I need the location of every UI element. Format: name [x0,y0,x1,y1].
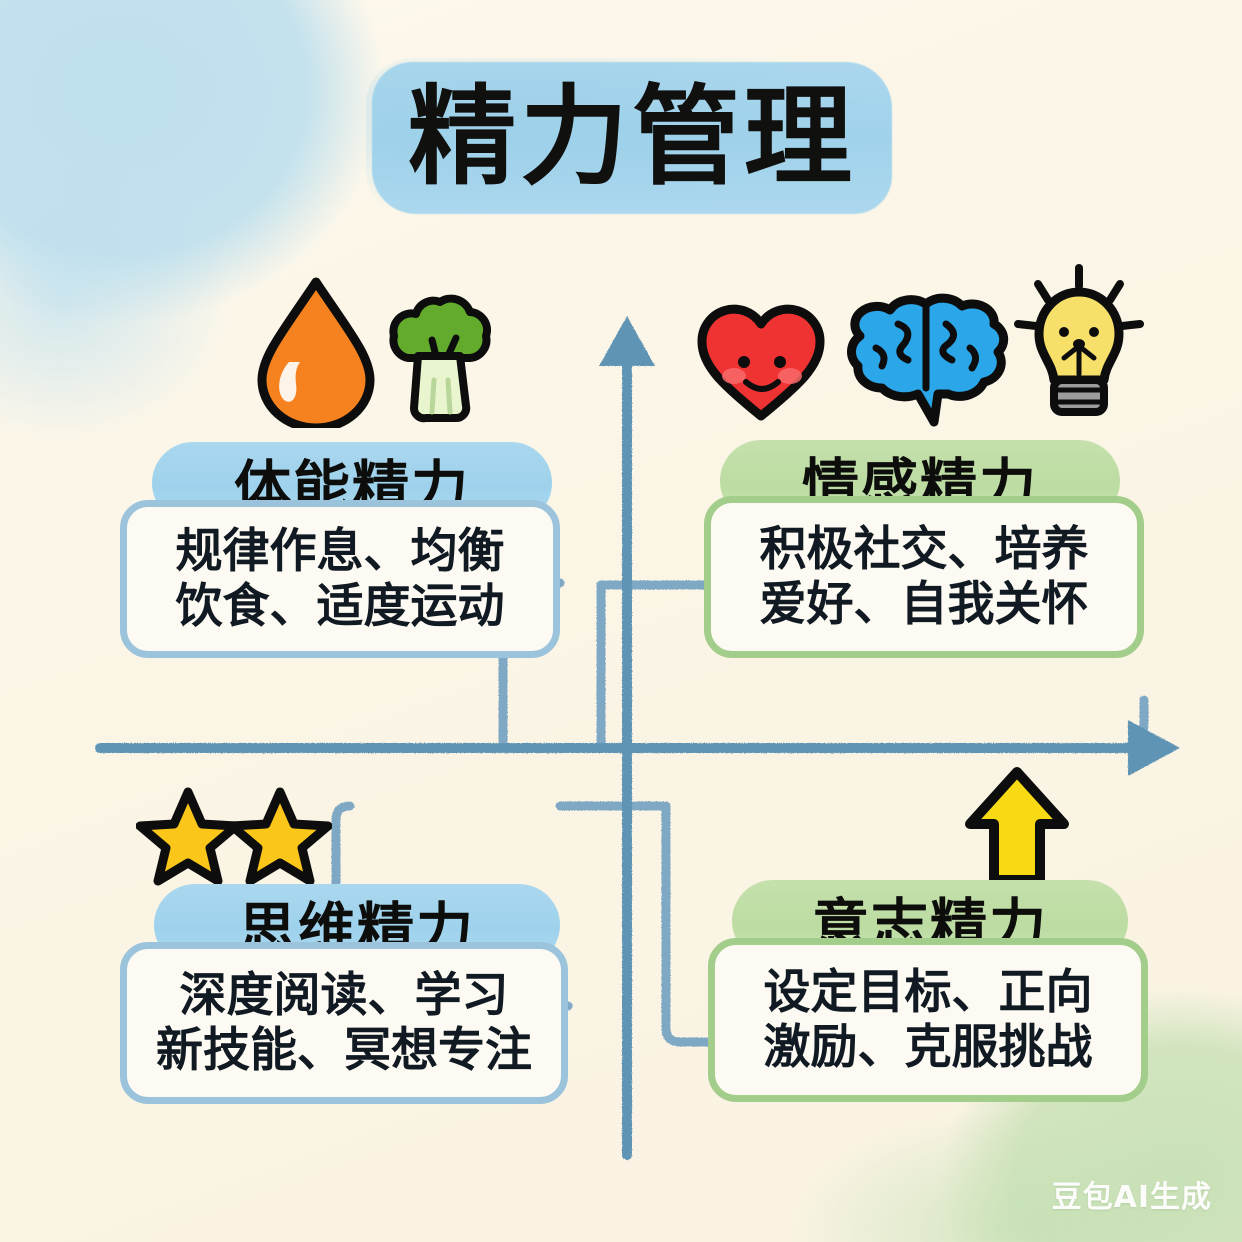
quadrant-body: 深度阅读、学习 新技能、冥想专注 [120,942,568,1104]
heart-icon [697,304,825,421]
connector-emotional-in [596,580,709,753]
quadrant-body-line: 积极社交、培养 [759,521,1089,577]
quadrant-body-line: 饮食、适度运动 [175,579,505,634]
star-icon [136,787,240,886]
brain-icon [847,293,1009,427]
quadrant-body-line: 激励、克服挑战 [763,1020,1093,1075]
quadrant-body: 积极社交、培养 爱好、自我关怀 [704,496,1144,658]
axis-right-arrowhead [1128,720,1180,776]
water-drop-icon [257,277,375,428]
quadrant-body: 规律作息、均衡 饮食、适度运动 [120,500,560,658]
watermark: 豆包AI生成 [1051,1180,1212,1215]
connector-will [661,801,713,1047]
lightbulb-icon [1014,264,1144,416]
star-icon [228,787,332,886]
quadrant-body-line: 规律作息、均衡 [175,523,505,579]
quadrant-body-line: 新技能、冥想专注 [156,1023,532,1078]
quadrant-body-line: 设定目标、正向 [763,964,1093,1020]
quadrant-body-line: 爱好、自我关怀 [759,577,1089,632]
quadrant-body-line: 深度阅读、学习 [179,967,509,1023]
broccoli-icon [389,294,492,423]
up-arrow-icon [965,767,1069,885]
title-highlight [366,58,898,218]
quadrant-body: 设定目标、正向 激励、克服挑战 [708,938,1148,1102]
axis-up-arrowhead [599,316,655,366]
title-text: 精力管理 [407,75,856,200]
page-title: 精力管理 [366,58,898,218]
